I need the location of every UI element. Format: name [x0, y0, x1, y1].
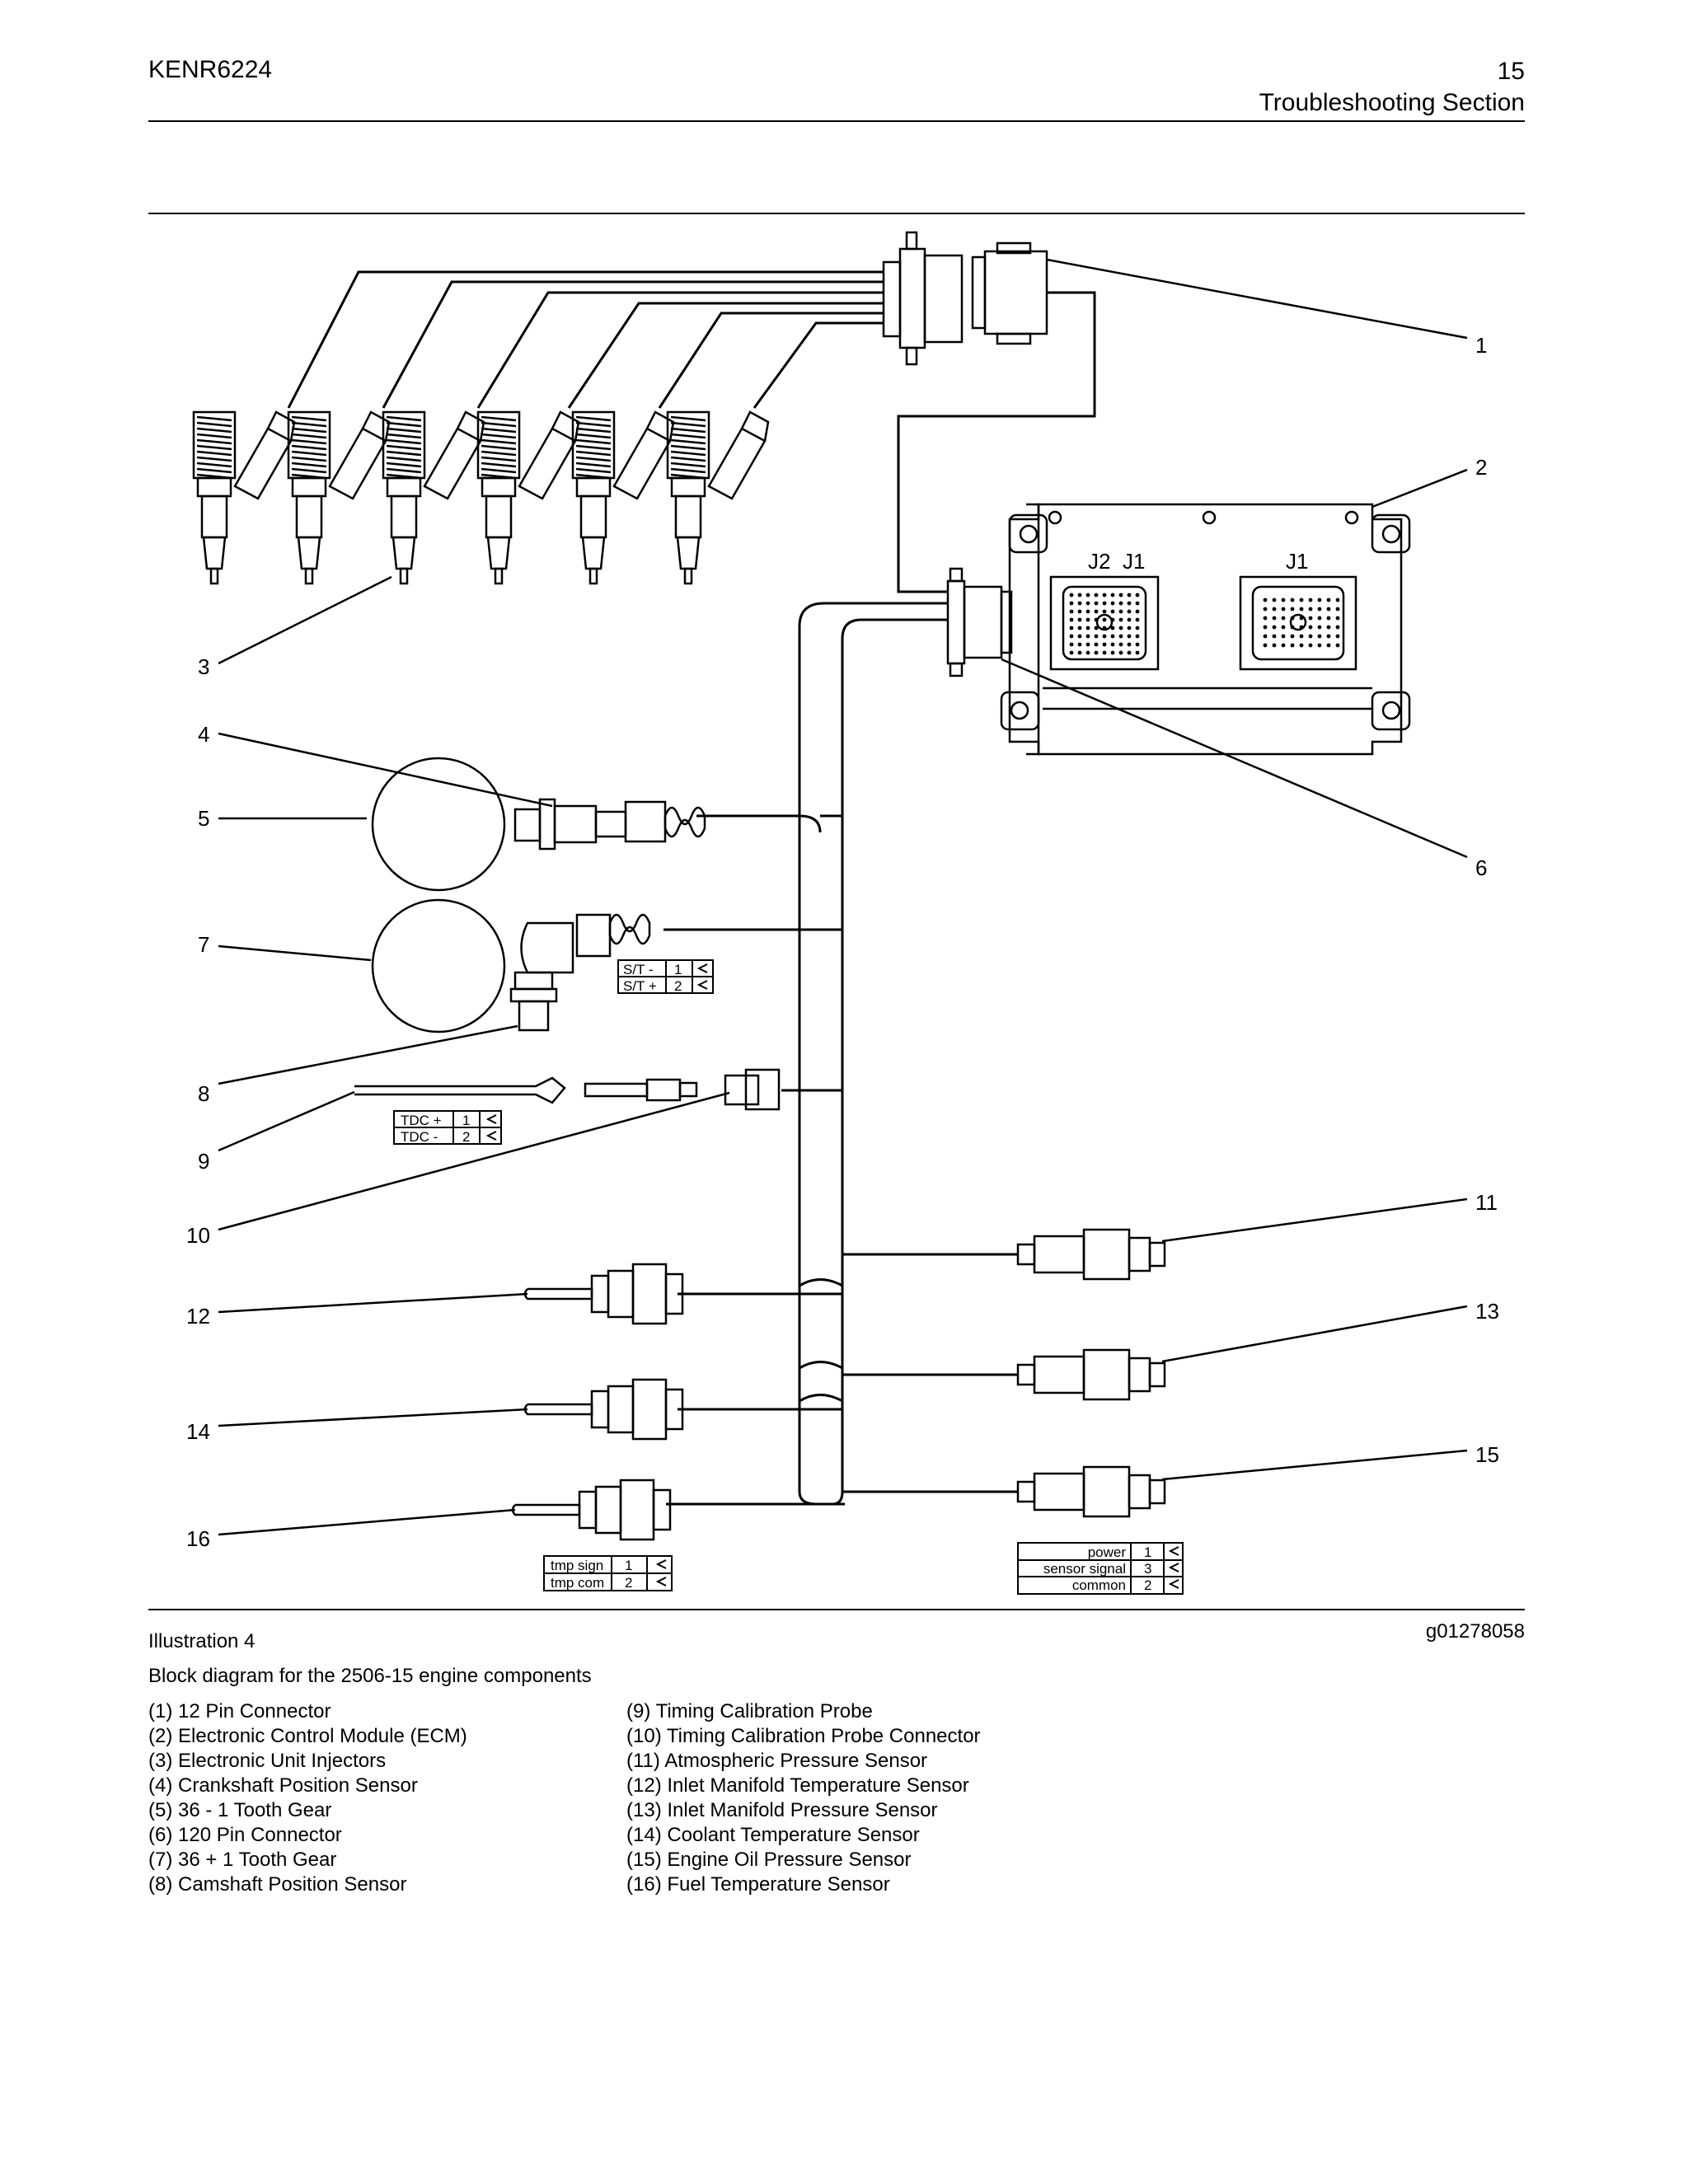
callout-16: 16 [186, 1526, 210, 1551]
legend-item: (11) Atmospheric Pressure Sensor [626, 1750, 928, 1772]
temperature-sensors [511, 1263, 684, 1541]
legend-item: (13) Inlet Manifold Pressure Sensor [626, 1799, 938, 1821]
injector [571, 410, 675, 585]
legend-item: (6) 120 Pin Connector [148, 1824, 342, 1846]
st-pin-2: 2 [674, 978, 682, 994]
document-id: KENR6224 [148, 56, 273, 83]
callout-5: 5 [198, 806, 209, 831]
tdc-pin-1: 1 [462, 1113, 470, 1128]
st-sig-2: S/T + [623, 978, 657, 994]
callout-12: 12 [186, 1304, 210, 1329]
pin-table-st: S/T - 1 S/T + 2 [617, 959, 714, 994]
legend-item: (12) Inlet Manifold Temperature Sensor [626, 1774, 969, 1797]
figure-bottom-rule [148, 1609, 1525, 1610]
pressure-sensor [1016, 1228, 1166, 1281]
figure-caption: Block diagram for the 2506-15 engine com… [148, 1665, 592, 1687]
tdc-sig-2: TDC - [401, 1129, 438, 1145]
ecm [1000, 503, 1411, 756]
injector [476, 410, 580, 585]
tdc-pin-2: 2 [462, 1129, 470, 1145]
pressure-sig-1: power [1088, 1544, 1127, 1560]
callout-1: 1 [1475, 333, 1487, 358]
callout-leaders [218, 258, 1468, 1536]
legend-item: (4) Crankshaft Position Sensor [148, 1774, 418, 1797]
engine-block-diagram: J2 J1 J1 [186, 231, 1499, 1595]
pressure-pin-3: 2 [1144, 1577, 1151, 1593]
crankshaft-position-sensor [513, 798, 706, 851]
pressure-sensor [1016, 1465, 1166, 1518]
pressure-sensor [1016, 1348, 1166, 1401]
callout-8: 8 [198, 1081, 209, 1106]
ecm-label-j1-right: J1 [1286, 549, 1308, 574]
legend-item: (9) Timing Calibration Probe [626, 1700, 873, 1722]
tdc-sig-1: TDC + [401, 1113, 442, 1128]
callout-15: 15 [1475, 1442, 1499, 1467]
tmp-sig-2: tmp com [551, 1575, 604, 1591]
tmp-pin-1: 1 [625, 1558, 632, 1573]
callout-6: 6 [1475, 855, 1487, 880]
tmp-sig-1: tmp sign [551, 1558, 603, 1573]
callout-3: 3 [198, 654, 209, 679]
header-rule [148, 120, 1525, 122]
st-sig-1: S/T - [623, 962, 654, 977]
legend-item: (5) 36 - 1 Tooth Gear [148, 1799, 332, 1821]
pin-table-tmp: tmp sign 1 tmp com 2 [543, 1555, 673, 1591]
callout-numbers: 1 2 3 4 5 6 7 8 9 10 11 12 13 14 15 16 [186, 333, 1499, 1551]
pressure-sig-2: sensor signal [1043, 1561, 1126, 1577]
unit-injectors [192, 410, 770, 585]
injector [666, 410, 770, 585]
legend-item: (14) Coolant Temperature Sensor [626, 1824, 920, 1846]
harness-wires [287, 270, 1096, 1506]
legend-item: (16) Fuel Temperature Sensor [626, 1873, 890, 1896]
injector [192, 410, 296, 585]
legend-column-2: (9) Timing Calibration Probe (10) Timing… [626, 1699, 981, 1897]
legend-item: (2) Electronic Control Module (ECM) [148, 1725, 467, 1747]
illustration-id: g01278058 [1425, 1620, 1525, 1643]
legend-item: (10) Timing Calibration Probe Connector [626, 1725, 981, 1747]
page-header-right: 15 Troubleshooting Section [1259, 56, 1525, 119]
callout-10: 10 [186, 1223, 210, 1248]
pressure-pin-2: 3 [1144, 1561, 1151, 1577]
one-twenty-pin-connector [946, 567, 1013, 677]
ecm-label-j1-left: J1 [1123, 549, 1145, 574]
tmp-pin-2: 2 [625, 1575, 632, 1591]
twelve-pin-connector [882, 231, 1048, 366]
legend-column-1: (1) 12 Pin Connector (2) Electronic Cont… [148, 1699, 467, 1897]
ecm-pin-grid [1069, 593, 1340, 655]
callout-9: 9 [198, 1149, 209, 1174]
callout-14: 14 [186, 1419, 210, 1444]
callout-2: 2 [1475, 455, 1487, 480]
callout-4: 4 [198, 722, 209, 747]
legend-item: (1) 12 Pin Connector [148, 1700, 331, 1722]
injector [287, 410, 391, 585]
callout-13: 13 [1475, 1299, 1499, 1324]
page-number: 15 [1497, 58, 1525, 85]
pin-table-pressure: power 1 sensor signal 3 common 2 [1017, 1542, 1184, 1595]
temperature-sensor [511, 1479, 672, 1541]
pin-table-tdc: TDC + 1 TDC - 2 [393, 1110, 502, 1145]
section-title: Troubleshooting Section [1259, 89, 1525, 116]
temperature-sensor [523, 1263, 684, 1325]
temperature-sensor [523, 1378, 684, 1441]
callout-11: 11 [1475, 1190, 1498, 1215]
camshaft-position-sensor [509, 913, 651, 1032]
pressure-pin-1: 1 [1144, 1544, 1151, 1560]
legend-item: (3) Electronic Unit Injectors [148, 1750, 387, 1772]
legend-item: (15) Engine Oil Pressure Sensor [626, 1849, 912, 1871]
st-pin-1: 1 [674, 962, 682, 977]
figure-top-rule [148, 213, 1525, 214]
illustration-label: Illustration 4 [148, 1630, 256, 1652]
tooth-gears [371, 757, 506, 1033]
legend-item: (7) 36 + 1 Tooth Gear [148, 1849, 337, 1871]
ecm-label-j2: J2 [1088, 549, 1110, 574]
injector [382, 410, 485, 585]
legend-item: (8) Camshaft Position Sensor [148, 1873, 407, 1896]
pressure-sig-3: common [1072, 1577, 1126, 1593]
pressure-sensors [1016, 1228, 1166, 1518]
timing-calibration-probe [354, 1068, 781, 1111]
callout-7: 7 [198, 932, 209, 957]
